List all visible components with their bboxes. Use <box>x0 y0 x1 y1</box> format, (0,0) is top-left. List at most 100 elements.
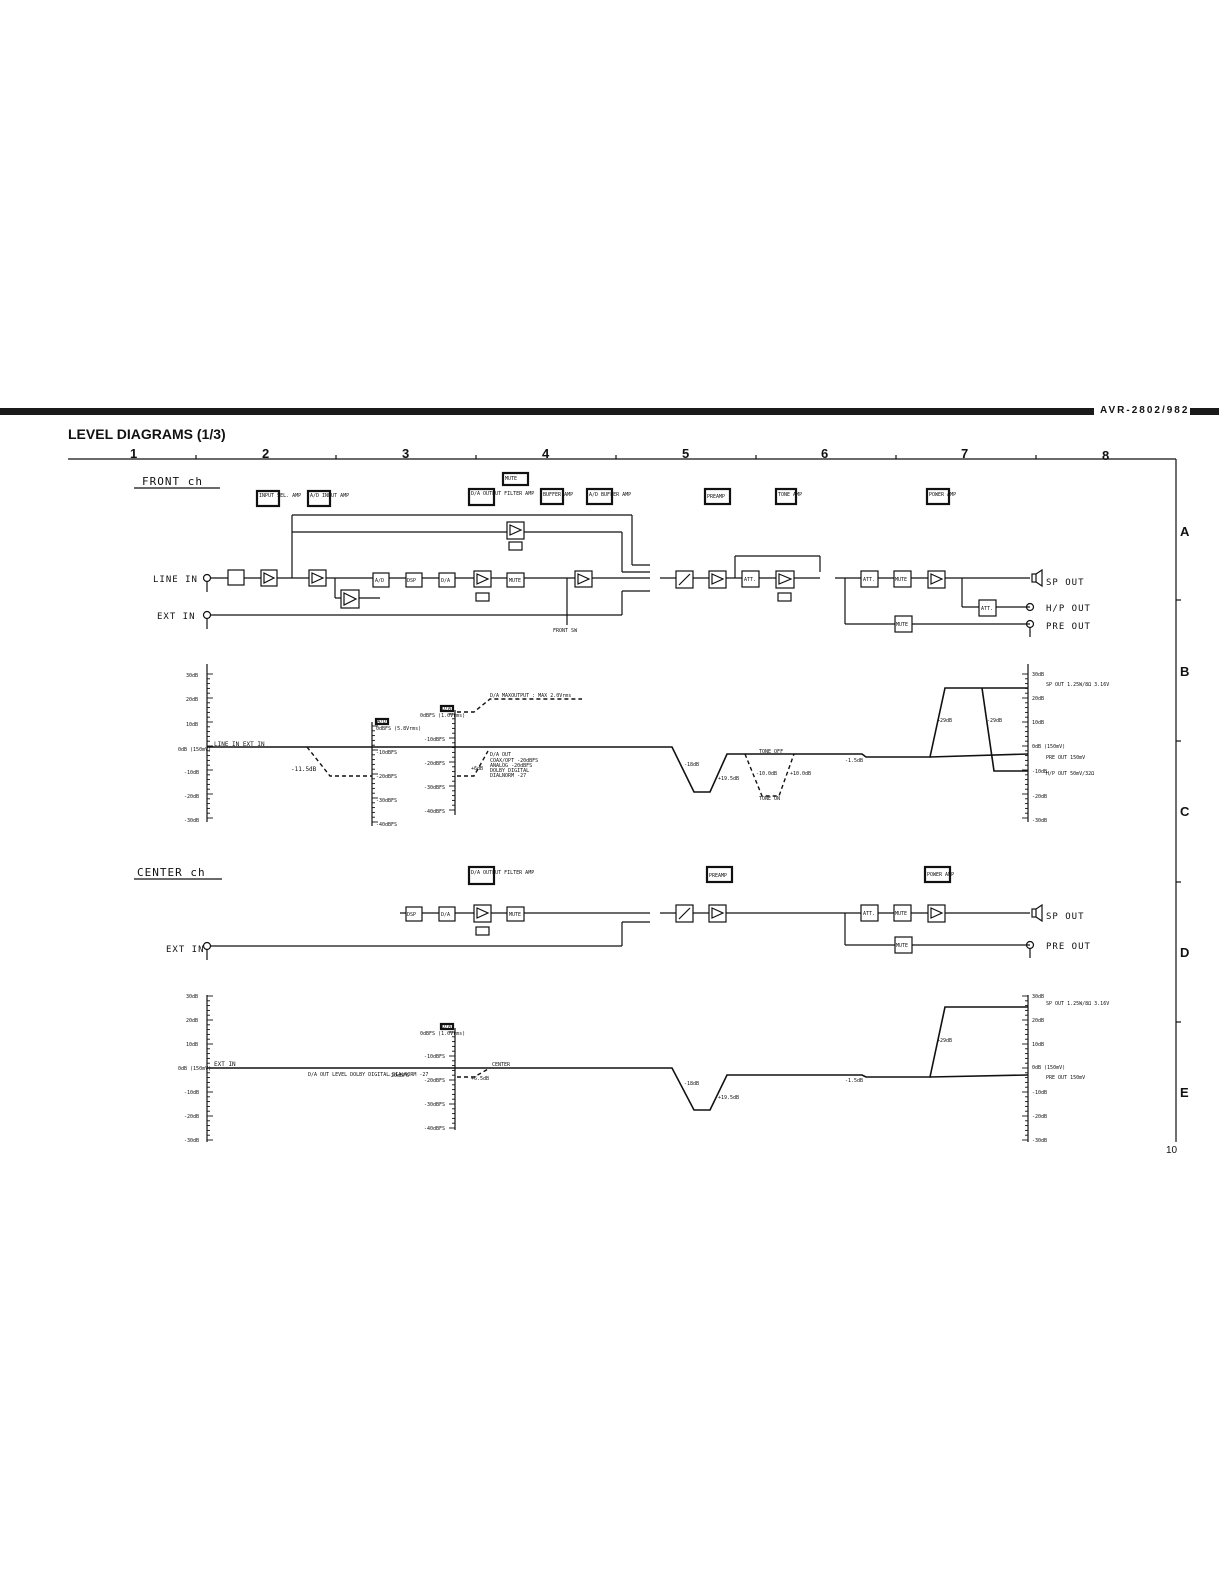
svg-text:20dB: 20dB <box>186 697 198 703</box>
svg-text:A/D INPUT AMP: A/D INPUT AMP <box>310 493 349 499</box>
svg-text:-20dB: -20dB <box>1032 794 1047 800</box>
svg-text:PRE OUT 150mV: PRE OUT 150mV <box>1046 755 1085 761</box>
svg-text:ATT.: ATT. <box>744 577 756 583</box>
svg-text:PRE OUT 150mV: PRE OUT 150mV <box>1046 1075 1085 1081</box>
front-section-label: FRONT ch <box>142 475 203 488</box>
svg-text:-30dB: -30dB <box>1032 818 1047 824</box>
front-level-traces <box>207 687 1029 797</box>
svg-text:-30dB: -30dB <box>184 818 199 824</box>
svg-text:ANALOG -20dBFS: ANALOG -20dBFS <box>490 763 532 769</box>
center-stage-labels: D/A OUTPUT FILTER AMP PREAMP POWER AMP <box>467 865 954 886</box>
front-ext-in-label: EXT IN <box>157 612 196 622</box>
front-blocks: A/D DSP D/A MUTE ATT. ATT. MUTE ATT. MUT… <box>227 521 997 633</box>
col-8: 8 <box>1102 448 1109 463</box>
svg-text:-20dBFS: -20dBFS <box>376 774 397 780</box>
svg-text:-1.5dB: -1.5dB <box>845 758 863 764</box>
svg-text:-30dBFS: -30dBFS <box>424 1102 445 1108</box>
svg-text:-20dBFS: -20dBFS <box>424 1078 445 1084</box>
svg-text:DOLBY DIGITAL: DOLBY DIGITAL <box>490 768 529 774</box>
svg-text:+29dB: +29dB <box>937 1038 952 1044</box>
svg-text:TONE AMP: TONE AMP <box>778 492 802 498</box>
svg-text:-30dB: -30dB <box>184 1138 199 1144</box>
svg-text:-10dB: -10dB <box>1032 769 1047 775</box>
svg-text:A/D: A/D <box>377 719 386 725</box>
svg-text:LINE IN EXT IN: LINE IN EXT IN <box>214 741 265 748</box>
svg-text:H/P OUT 50mV/32Ω: H/P OUT 50mV/32Ω <box>1046 771 1094 777</box>
svg-text:10dB: 10dB <box>186 722 198 728</box>
svg-text:10dB: 10dB <box>1032 720 1044 726</box>
svg-text:-18dB: -18dB <box>684 1081 699 1087</box>
row-e: E <box>1180 1085 1189 1100</box>
svg-text:D/A: D/A <box>442 706 451 712</box>
svg-text:TONE OFF: TONE OFF <box>759 749 783 755</box>
svg-text:BUFFER AMP: BUFFER AMP <box>543 492 573 498</box>
model-number: AVR-2802/982 <box>1100 405 1190 416</box>
col-6: 6 <box>821 446 828 461</box>
svg-text:0dB (150mV): 0dB (150mV) <box>1032 1065 1065 1071</box>
svg-text:-10.0dB: -10.0dB <box>756 771 777 777</box>
front-stage-labels: INPUT SEL. AMP A/D INPUT AMP D/A OUTPUT … <box>255 471 956 508</box>
svg-text:0dBFS (1.0Vrms): 0dBFS (1.0Vrms) <box>420 713 465 719</box>
page-number: 10 <box>1166 1145 1178 1156</box>
center-level-tick-labels: 30dB 20dB 10dB 0dB (150mV) -10dB -20dB -… <box>178 994 1065 1144</box>
svg-text:-30dBFS: -30dBFS <box>424 785 445 791</box>
svg-text:ATT.: ATT. <box>863 911 875 917</box>
svg-text:10dB: 10dB <box>186 1042 198 1048</box>
center-sp-out-label: SP OUT <box>1046 912 1085 922</box>
svg-text:20dB: 20dB <box>186 1018 198 1024</box>
svg-text:POWER AMP: POWER AMP <box>927 872 954 878</box>
col-3: 3 <box>402 446 409 461</box>
svg-text:0dB (150mV): 0dB (150mV) <box>178 1066 211 1072</box>
svg-text:D/A: D/A <box>441 578 450 584</box>
svg-text:-20dB: -20dB <box>1032 1114 1047 1120</box>
svg-text:MUTE: MUTE <box>509 912 521 918</box>
center-level-ticks <box>207 995 1028 1141</box>
col-2: 2 <box>262 446 269 461</box>
center-level-traces <box>207 1006 1029 1111</box>
svg-text:D/A OUTPUT FILTER AMP: D/A OUTPUT FILTER AMP <box>471 870 534 876</box>
row-b: B <box>1180 664 1189 679</box>
svg-text:D/A: D/A <box>441 912 450 918</box>
svg-text:CENTER: CENTER <box>492 1062 511 1068</box>
svg-text:DIALNORM -27: DIALNORM -27 <box>490 773 526 779</box>
svg-text:+19.5dB: +19.5dB <box>718 776 739 782</box>
svg-text:+10.0dB: +10.0dB <box>790 771 811 777</box>
svg-text:-30dB: -30dB <box>1032 1138 1047 1144</box>
svg-text:-40dBFS: -40dBFS <box>424 1126 445 1132</box>
front-sw-label: FRONT SW <box>553 628 578 634</box>
svg-text:-18dB: -18dB <box>684 762 699 768</box>
svg-text:-10dB: -10dB <box>184 1090 199 1096</box>
svg-text:COAX/OPT -20dBFS: COAX/OPT -20dBFS <box>490 758 538 764</box>
front-level-tick-labels: 30dB 20dB 10dB 0dB (150mV) -10dB -20dB -… <box>178 672 1065 824</box>
svg-text:MUTE: MUTE <box>896 943 908 949</box>
svg-text:D/A OUT LEVEL DOLBY DIGITAL DI: D/A OUT LEVEL DOLBY DIGITAL DIALNORM -27 <box>308 1072 428 1078</box>
svg-text:MUTE: MUTE <box>505 476 517 482</box>
svg-text:D/A: D/A <box>442 1024 451 1030</box>
svg-text:D/A MAXOUTPUT : MAX 2.0Vrms: D/A MAXOUTPUT : MAX 2.0Vrms <box>490 693 571 699</box>
svg-text:+29dB: +29dB <box>937 718 952 724</box>
svg-text:-40dBFS: -40dBFS <box>424 809 445 815</box>
svg-text:ATT.: ATT. <box>981 606 993 612</box>
front-line-in-label: LINE IN <box>153 575 198 585</box>
svg-text:30dB: 30dB <box>1032 672 1044 678</box>
front-signal-lines <box>210 514 1030 625</box>
center-jacks <box>202 903 1043 960</box>
svg-text:MUTE: MUTE <box>895 911 907 917</box>
svg-text:SP OUT 1.25W/8Ω 3.16V: SP OUT 1.25W/8Ω 3.16V <box>1046 682 1109 688</box>
svg-text:D/A OUTPUT FILTER AMP: D/A OUTPUT FILTER AMP <box>471 491 534 497</box>
svg-text:-10dB: -10dB <box>1032 1090 1047 1096</box>
center-pre-out-label: PRE OUT <box>1046 942 1091 952</box>
svg-text:PREAMP: PREAMP <box>709 873 727 879</box>
svg-text:-10dBFS: -10dBFS <box>376 750 397 756</box>
svg-text:-20dB: -20dB <box>184 1114 199 1120</box>
center-section-label: CENTER ch <box>137 866 206 879</box>
svg-text:30dB: 30dB <box>1032 994 1044 1000</box>
col-5: 5 <box>682 446 689 461</box>
svg-text:20dB: 20dB <box>1032 696 1044 702</box>
svg-text:DSP: DSP <box>407 578 416 584</box>
row-a: A <box>1180 524 1190 539</box>
front-hp-out-label: H/P OUT <box>1046 604 1091 614</box>
svg-text:30dB: 30dB <box>186 673 198 679</box>
svg-text:INPUT SEL. AMP: INPUT SEL. AMP <box>259 493 301 499</box>
